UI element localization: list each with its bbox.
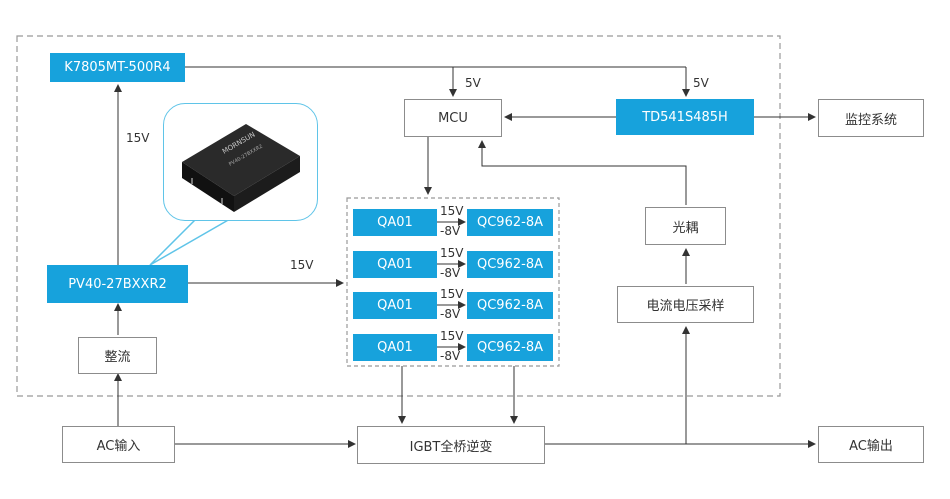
monitor-system-block: 监控系统 [818,99,924,137]
power-domain-boundary [16,35,781,397]
driver-neg8v-label: -8V [440,266,461,280]
qc962-block: QC962-8A [467,334,553,361]
pv40-drivers-15v-label: 15V [290,258,314,272]
qc962-block: QC962-8A [467,251,553,278]
k7805-td541-5v-label: 5V [693,76,709,90]
driver-neg8v-label: -8V [440,224,461,238]
mcu-block: MCU [404,99,502,137]
pv40-block: PV40-27BXXR2 [47,265,188,303]
driver-15v-label: 15V [440,329,464,343]
pv40-k7805-15v-label: 15V [126,131,150,145]
k7805-mcu-5v-label: 5V [465,76,481,90]
qc962-block: QC962-8A [467,209,553,236]
module-image: MORNSUN PV40-27BXXR2 [182,124,300,212]
igbt-bridge-block: IGBT全桥逆变 [357,426,545,464]
ac-output-block: AC输出 [818,426,924,463]
rectifier-block: 整流 [78,337,157,374]
driver-neg8v-label: -8V [440,307,461,321]
connector-opto-mcu [478,140,687,205]
driver-15v-label: 15V [440,204,464,218]
qa01-block: QA01 [353,209,437,236]
qc962-block: QC962-8A [467,292,553,319]
td541-block: TD541S485H [616,99,754,135]
ac-input-block: AC输入 [62,426,175,463]
bubble-tail [149,218,231,266]
optocoupler-block: 光耦 [645,207,726,245]
sampling-block: 电流电压采样 [617,286,754,323]
qa01-block: QA01 [353,292,437,319]
driver-group-boundary [346,197,560,367]
qa01-block: QA01 [353,334,437,361]
driver-15v-label: 15V [440,287,464,301]
module-image-bubble: MORNSUN PV40-27BXXR2 [163,103,318,221]
driver-neg8v-label: -8V [440,349,461,363]
driver-15v-label: 15V [440,246,464,260]
qa01-block: QA01 [353,251,437,278]
k7805-block: K7805MT-500R4 [50,53,185,82]
